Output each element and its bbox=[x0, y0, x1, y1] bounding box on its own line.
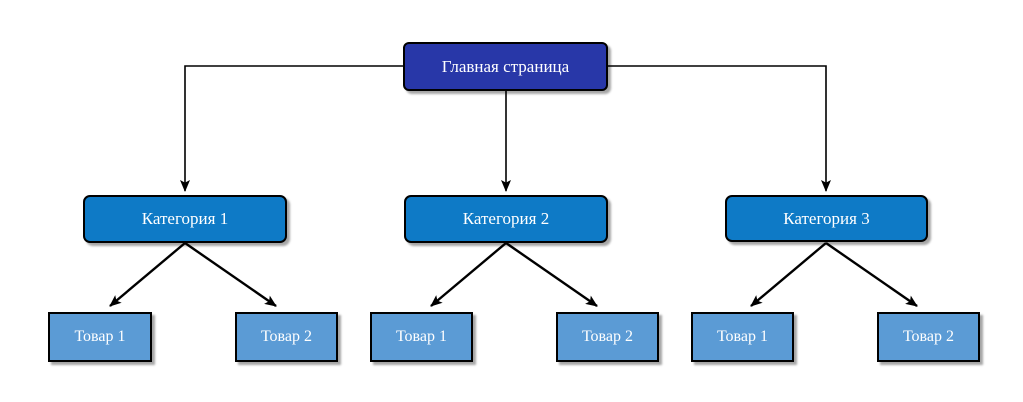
edge-root-to-category-1 bbox=[180, 65, 403, 192]
node-category-1-product-1: Товар 1 bbox=[48, 312, 152, 362]
edge-category-2-to-product-2 bbox=[505, 242, 598, 307]
node-main-page: Главная страница bbox=[403, 42, 608, 91]
edge-category-3-to-product-1 bbox=[750, 242, 827, 307]
node-category-3: Категория 3 bbox=[725, 195, 928, 242]
edge-category-3-to-product-2 bbox=[825, 242, 918, 307]
edge-root-to-category-3 bbox=[608, 65, 831, 192]
edge-category-1-to-product-2 bbox=[184, 242, 277, 307]
node-category-2-product-2: Товар 2 bbox=[556, 312, 659, 362]
node-category-2-product-1: Товар 1 bbox=[370, 312, 473, 362]
edge-category-1-to-product-1 bbox=[109, 242, 186, 307]
node-category-1-product-2: Товар 2 bbox=[235, 312, 338, 362]
node-category-2: Категория 2 bbox=[404, 195, 608, 243]
node-category-1: Категория 1 bbox=[83, 195, 287, 243]
edge-category-2-to-product-1 bbox=[430, 242, 507, 307]
node-category-3-product-1: Товар 1 bbox=[691, 312, 794, 362]
node-category-3-product-2: Товар 2 bbox=[877, 312, 980, 362]
